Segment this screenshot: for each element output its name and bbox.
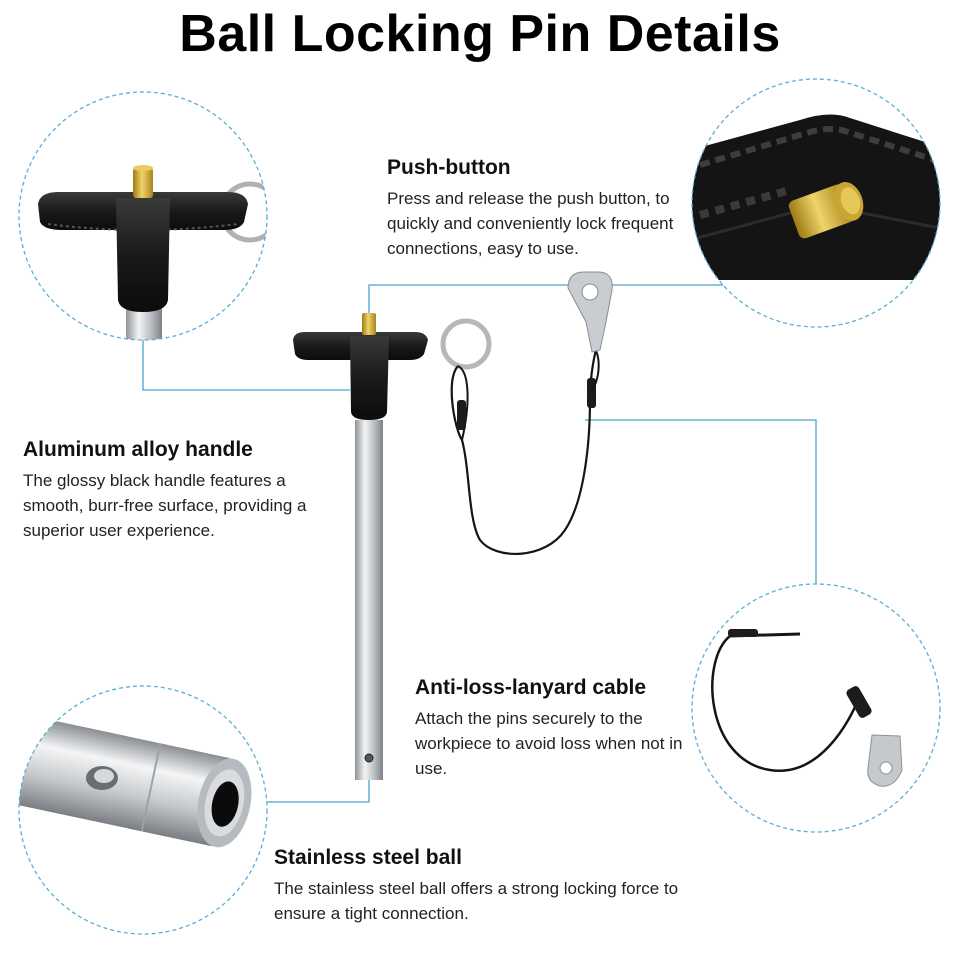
pin-handle-stem xyxy=(350,336,389,420)
callout-ball: Stainless steel ball The stainless steel… xyxy=(274,846,694,926)
pin-push-button xyxy=(362,313,376,335)
pin-ball xyxy=(364,753,374,763)
callout-heading: Stainless steel ball xyxy=(274,846,462,869)
callout-body: The stainless steel ball offers a strong… xyxy=(274,879,679,923)
callout-heading: Push-button xyxy=(387,156,511,179)
handle-detail-circle xyxy=(18,91,268,341)
page-title: Ball Locking Pin Details xyxy=(179,5,781,63)
steel-ball-detail-circle xyxy=(18,685,268,935)
pin-ring xyxy=(440,318,492,370)
cable-detail-circle xyxy=(691,583,941,833)
pin-cable-lug xyxy=(567,271,613,353)
pin-lanyard-cable xyxy=(450,344,599,556)
ball-locking-pin xyxy=(293,271,613,780)
pin-shaft xyxy=(355,420,383,780)
callout-cable: Anti-loss-lanyard cable Attach the pins … xyxy=(415,676,705,781)
callout-body: Attach the pins securely to the workpiec… xyxy=(415,709,683,778)
callout-heading: Anti-loss-lanyard cable xyxy=(415,676,647,699)
callout-handle: Aluminum alloy handle The glossy black h… xyxy=(23,438,323,543)
push-button-detail-circle xyxy=(691,78,941,328)
callout-body: The glossy black handle features a smoot… xyxy=(23,471,307,540)
callout-heading: Aluminum alloy handle xyxy=(23,438,253,461)
callout-push-button: Push-button Press and release the push b… xyxy=(387,156,707,261)
callout-body: Press and release the push button, to qu… xyxy=(387,189,674,258)
